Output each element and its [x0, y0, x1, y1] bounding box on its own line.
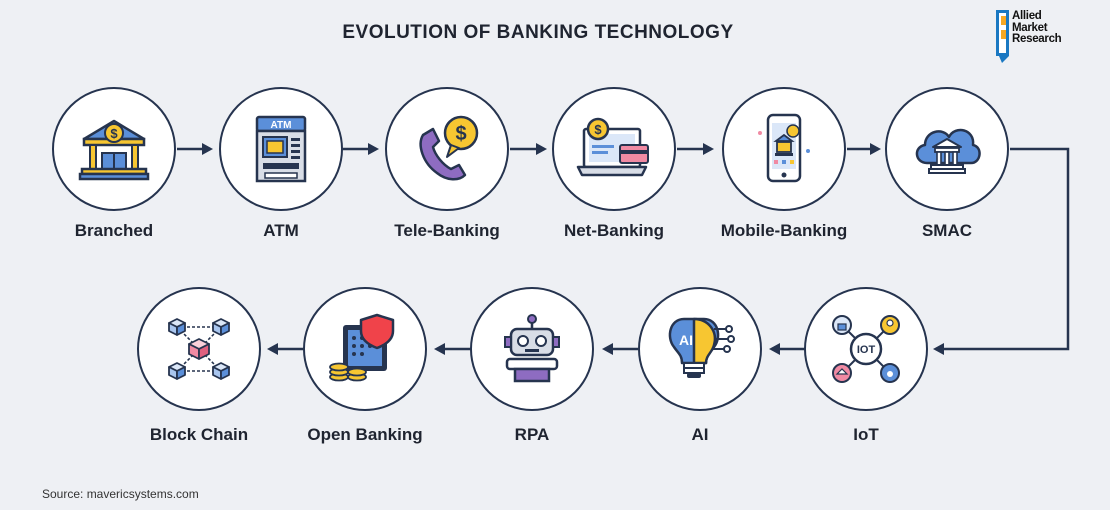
- ai-icon-text: AI: [679, 332, 693, 348]
- arrowhead-1: [202, 143, 213, 155]
- svg-text:ATM: ATM: [271, 120, 292, 131]
- blockchain-icon: [168, 318, 230, 380]
- stage-label-rpa: RPA: [514, 425, 550, 444]
- logo-line-1: Allied: [1012, 10, 1042, 22]
- robot-icon: [504, 314, 560, 383]
- source-note: Source: mavericsystems.com: [42, 487, 199, 501]
- laptop-payment-icon: $: [576, 117, 649, 177]
- stage-node-branched: $: [52, 87, 176, 211]
- stage-label-block-chain: Block Chain: [149, 425, 249, 444]
- stage-node-tele-banking: $: [385, 87, 509, 211]
- logo-line-2: Market: [1012, 21, 1048, 34]
- svg-text:$: $: [594, 122, 602, 137]
- ai-bulb-icon: AI: [668, 317, 735, 378]
- phone-icon: $: [419, 115, 479, 181]
- bank-branch-icon: $: [78, 119, 150, 181]
- logo-line-3: Research: [1012, 33, 1062, 45]
- stage-node-iot: IOT: [804, 287, 928, 411]
- allied-market-research-logo: Allied Market Research: [996, 10, 1106, 66]
- stage-label-smac: SMAC: [921, 221, 973, 240]
- arrowhead-10: [267, 343, 278, 355]
- mobile-bank-icon: [758, 113, 810, 183]
- connector-6: [942, 147, 1070, 351]
- arrowhead-5: [870, 143, 881, 155]
- stage-label-mobile-banking: Mobile-Banking: [720, 221, 848, 240]
- arrowhead-3: [536, 143, 547, 155]
- stage-label-tele-banking: Tele-Banking: [394, 221, 500, 240]
- arrowhead-2: [368, 143, 379, 155]
- stage-label-open-banking: Open Banking: [307, 425, 423, 444]
- logo-mark-icon: [996, 10, 1009, 63]
- svg-text:$: $: [455, 123, 466, 145]
- stage-label-branched: Branched: [74, 221, 154, 240]
- stage-node-open-banking: [303, 287, 427, 411]
- stage-node-smac: [885, 87, 1009, 211]
- atm-machine-icon: ATM: [255, 115, 307, 183]
- svg-text:$: $: [110, 126, 118, 141]
- arrowhead-7: [769, 343, 780, 355]
- stage-label-ai: AI: [691, 425, 709, 444]
- stage-node-block-chain: [137, 287, 261, 411]
- arrowhead-6: [933, 343, 944, 355]
- stage-node-atm: ATM: [219, 87, 343, 211]
- stage-label-atm: ATM: [263, 221, 299, 240]
- stage-node-rpa: [470, 287, 594, 411]
- stage-node-ai: AI: [638, 287, 762, 411]
- arrowhead-8: [602, 343, 613, 355]
- stage-node-mobile-banking: [722, 87, 846, 211]
- arrowhead-4: [703, 143, 714, 155]
- iot-icon-text: IOT: [857, 344, 876, 356]
- arrowhead-9: [434, 343, 445, 355]
- shield-safe-icon: [329, 313, 395, 382]
- stage-node-net-banking: $: [552, 87, 676, 211]
- diagram-title: EVOLUTION OF BANKING TECHNOLOGY: [342, 22, 734, 43]
- cloud-bank-icon: [915, 128, 981, 174]
- stage-label-iot: IoT: [853, 425, 879, 444]
- iot-icon: IOT: [832, 315, 900, 383]
- stage-label-net-banking: Net-Banking: [563, 221, 665, 240]
